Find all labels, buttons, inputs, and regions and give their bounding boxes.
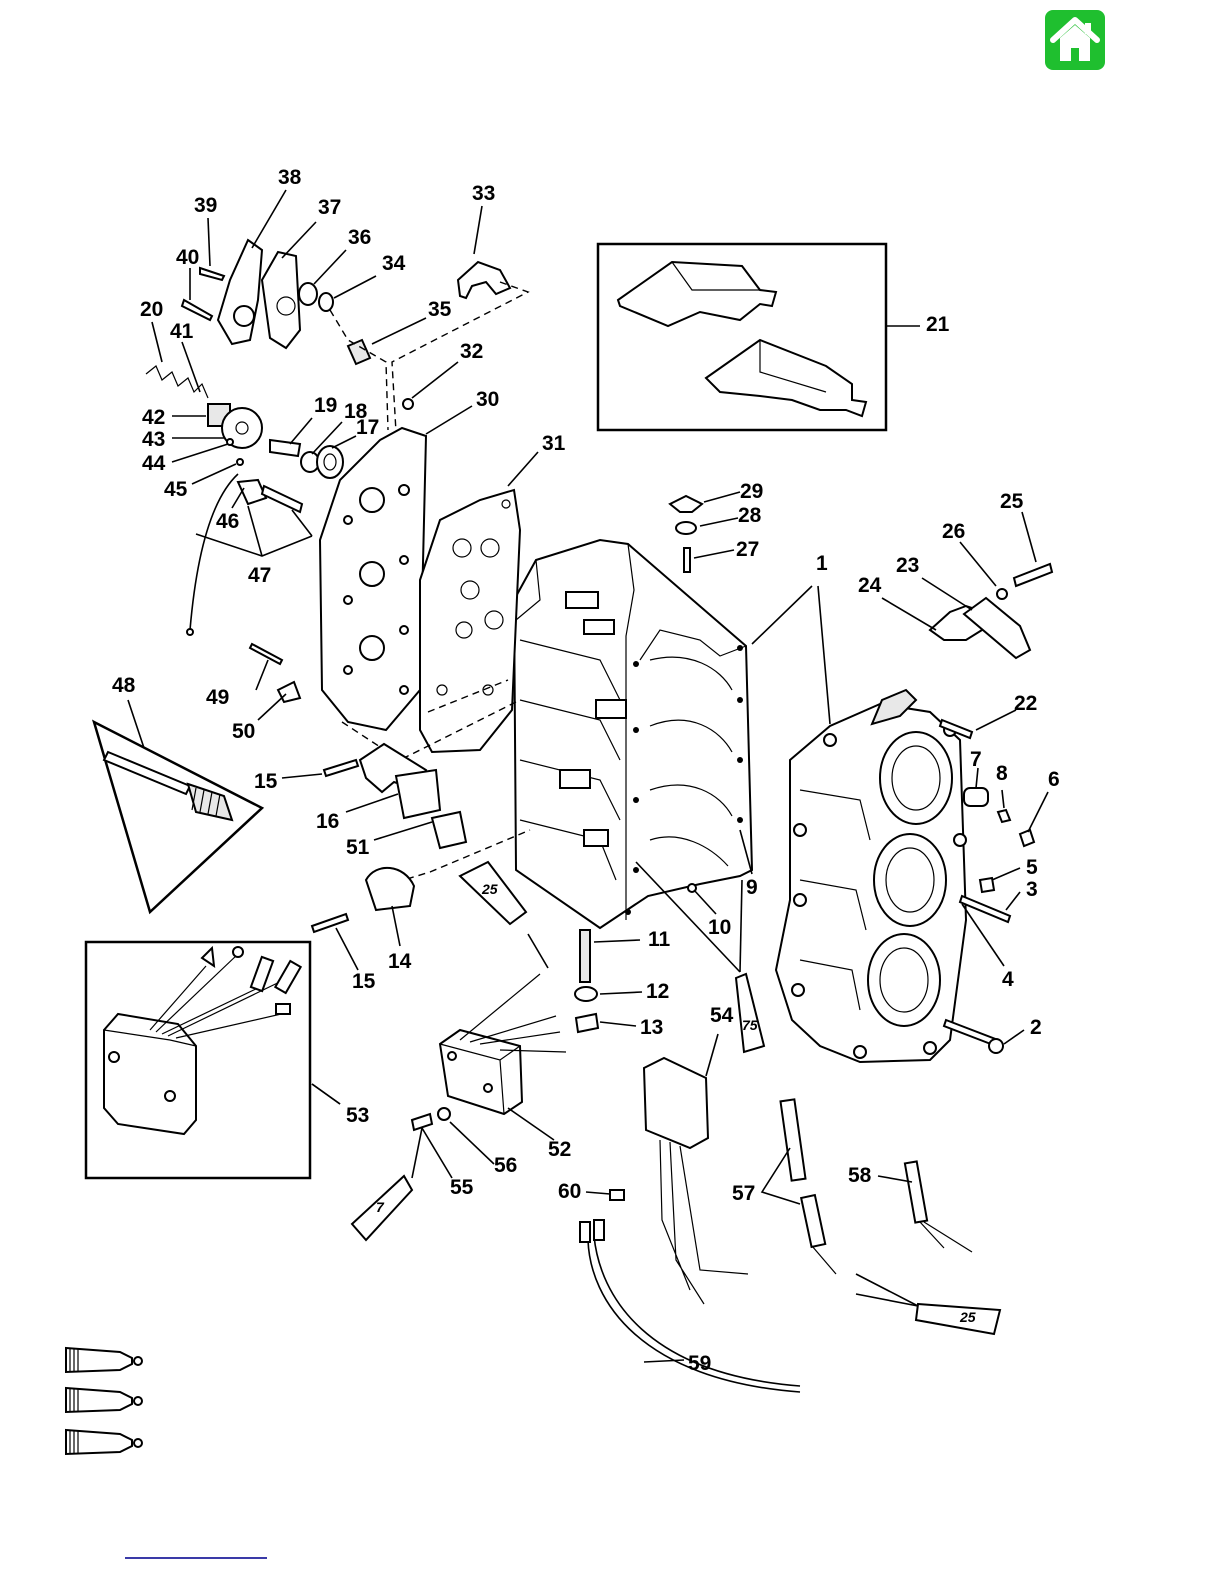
callout-17: 17 <box>356 416 379 439</box>
callout-16: 16 <box>316 810 339 833</box>
callout-38: 38 <box>278 166 302 189</box>
callout-39: 39 <box>194 194 217 217</box>
callout-49: 49 <box>206 686 229 709</box>
tube-label-7: 7 <box>376 1199 385 1215</box>
callout-14: 14 <box>388 950 412 973</box>
callout-28: 28 <box>738 504 762 527</box>
callout-19: 19 <box>314 394 337 417</box>
callout-4: 4 <box>1002 968 1014 991</box>
callout-36: 36 <box>348 226 371 249</box>
callout-3: 3 <box>1026 878 1038 901</box>
callout-37: 37 <box>318 196 341 219</box>
box-53-switch-box <box>86 942 340 1178</box>
gasket-31 <box>420 490 520 752</box>
callout-33: 33 <box>472 182 495 205</box>
callout-29: 29 <box>740 480 763 503</box>
callout-47: 47 <box>248 564 271 587</box>
callout-53: 53 <box>346 1104 369 1127</box>
callout-7: 7 <box>970 748 982 771</box>
crankcase-cover <box>776 690 966 1062</box>
callout-1: 1 <box>816 552 828 575</box>
callout-55: 55 <box>450 1176 474 1199</box>
callout-48: 48 <box>112 674 136 697</box>
callout-44: 44 <box>142 452 166 475</box>
callout-41: 41 <box>170 320 194 343</box>
callout-24: 24 <box>858 574 882 597</box>
callout-35: 35 <box>428 298 452 321</box>
callout-5: 5 <box>1026 856 1038 879</box>
callout-43: 43 <box>142 428 165 451</box>
callout-52: 52 <box>548 1138 571 1161</box>
callout-50: 50 <box>232 720 255 743</box>
sealant-tube-icon <box>66 1348 142 1372</box>
callout-15a: 15 <box>254 770 278 793</box>
callout-6: 6 <box>1048 768 1060 791</box>
callout-27: 27 <box>736 538 759 561</box>
tube-label-25a: 25 <box>481 881 498 897</box>
callout-31: 31 <box>542 432 566 455</box>
legend-tubes <box>66 1348 142 1454</box>
callout-8: 8 <box>996 762 1008 785</box>
callout-45: 45 <box>164 478 188 501</box>
cylinder-block <box>514 540 752 928</box>
callout-40: 40 <box>176 246 199 269</box>
callout-60: 60 <box>558 1180 581 1203</box>
callout-13: 13 <box>640 1016 663 1039</box>
sealant-tube-icon <box>66 1430 142 1454</box>
callout-58: 58 <box>848 1164 872 1187</box>
callout-30: 30 <box>476 388 499 411</box>
callout-15b: 15 <box>352 970 376 993</box>
callout-46: 46 <box>216 510 239 533</box>
callout-26: 26 <box>942 520 965 543</box>
link-underline[interactable] <box>125 1557 267 1559</box>
callout-23: 23 <box>896 554 919 577</box>
callout-34: 34 <box>382 252 406 275</box>
box-48-tool-triangle <box>94 722 262 912</box>
sealant-tube-icon <box>66 1388 142 1412</box>
callout-12: 12 <box>646 980 669 1003</box>
callout-59: 59 <box>688 1352 711 1375</box>
tube-label-25b: 25 <box>959 1309 976 1325</box>
callout-21: 21 <box>926 313 950 336</box>
callout-42: 42 <box>142 406 165 429</box>
callout-2: 2 <box>1030 1016 1042 1039</box>
callout-56: 56 <box>494 1154 517 1177</box>
callout-11: 11 <box>648 928 671 951</box>
callout-25: 25 <box>1000 490 1024 513</box>
callout-32: 32 <box>460 340 483 363</box>
tube-label-75: 75 <box>742 1017 758 1033</box>
callout-10: 10 <box>708 916 731 939</box>
callout-54: 54 <box>710 1004 734 1027</box>
callout-57: 57 <box>732 1182 755 1205</box>
callout-51: 51 <box>346 836 370 859</box>
callout-9: 9 <box>746 876 758 899</box>
callout-22: 22 <box>1014 692 1037 715</box>
box-21-insulator-covers <box>598 244 920 430</box>
callout-20: 20 <box>140 298 163 321</box>
